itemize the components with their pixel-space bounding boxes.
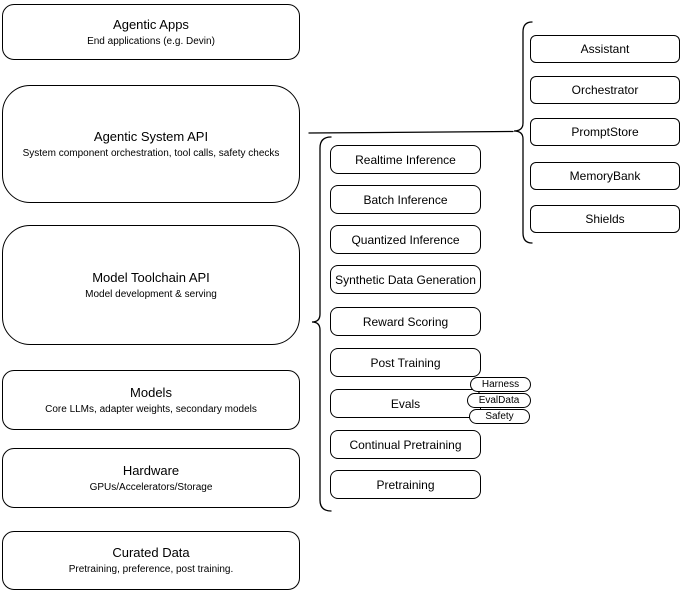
node-label: Shields xyxy=(585,212,625,226)
node-label: PromptStore xyxy=(571,125,639,139)
node-label: Post Training xyxy=(370,355,441,370)
node-title: Agentic Apps xyxy=(113,16,189,32)
node-evals: Evals xyxy=(330,389,481,418)
node-label: MemoryBank xyxy=(569,169,641,183)
node-label: Orchestrator xyxy=(571,83,639,97)
node-model-toolchain-api: Model Toolchain API Model development & … xyxy=(2,225,300,345)
node-post-training: Post Training xyxy=(330,348,481,377)
tag-label: Harness xyxy=(481,379,520,390)
node-title: Hardware xyxy=(122,462,180,478)
tag-label: EvalData xyxy=(478,395,520,406)
node-hardware: Hardware GPUs/Accelerators/Storage xyxy=(2,448,300,508)
node-models: Models Core LLMs, adapter weights, secon… xyxy=(2,370,300,430)
node-realtime-inference: Realtime Inference xyxy=(330,145,481,174)
node-shields: Shields xyxy=(530,205,680,233)
tag-safety: Safety xyxy=(469,409,530,424)
node-continual-pretraining: Continual Pretraining xyxy=(330,430,481,459)
node-subtitle: GPUs/Accelerators/Storage xyxy=(89,481,213,493)
node-promptstore: PromptStore xyxy=(530,118,680,146)
node-quantized-inference: Quantized Inference xyxy=(330,225,481,254)
tag-harness: Harness xyxy=(470,377,531,392)
node-subtitle: End applications (e.g. Devin) xyxy=(87,35,215,47)
node-label: Evals xyxy=(390,396,421,411)
node-pretraining: Pretraining xyxy=(330,470,481,499)
node-subtitle: System component orchestration, tool cal… xyxy=(22,147,280,159)
node-subtitle: Model development & serving xyxy=(85,288,217,300)
tag-evaldata: EvalData xyxy=(467,393,531,408)
node-synthetic-data-generation: Synthetic Data Generation xyxy=(330,265,481,294)
node-agentic-system-api: Agentic System API System component orch… xyxy=(2,85,300,203)
node-title: Models xyxy=(130,384,172,400)
node-label: Assistant xyxy=(580,42,630,56)
node-subtitle: Core LLMs, adapter weights, secondary mo… xyxy=(45,403,257,415)
node-label: Pretraining xyxy=(376,477,435,492)
node-title: Curated Data xyxy=(112,545,190,560)
node-reward-scoring: Reward Scoring xyxy=(330,307,481,336)
node-label: Synthetic Data Generation xyxy=(335,272,476,287)
tag-label: Safety xyxy=(485,411,514,422)
node-label: Reward Scoring xyxy=(362,314,449,329)
node-assistant: Assistant xyxy=(530,35,680,63)
node-label: Realtime Inference xyxy=(355,152,456,167)
node-orchestrator: Orchestrator xyxy=(530,76,680,104)
toolchain-brace xyxy=(311,136,332,512)
node-label: Batch Inference xyxy=(363,192,448,207)
node-agentic-apps: Agentic Apps End applications (e.g. Devi… xyxy=(2,4,300,60)
node-curated-data: Curated Data Pretraining, preference, po… xyxy=(2,531,300,590)
node-subtitle: Pretraining, preference, post training. xyxy=(68,564,234,575)
node-label: Continual Pretraining xyxy=(349,437,462,452)
node-memorybank: MemoryBank xyxy=(530,162,680,190)
node-label: Quantized Inference xyxy=(351,232,460,247)
system-api-to-components-line xyxy=(308,130,514,134)
node-title: Agentic System API xyxy=(93,128,209,144)
node-batch-inference: Batch Inference xyxy=(330,185,481,214)
node-title: Model Toolchain API xyxy=(92,269,210,285)
